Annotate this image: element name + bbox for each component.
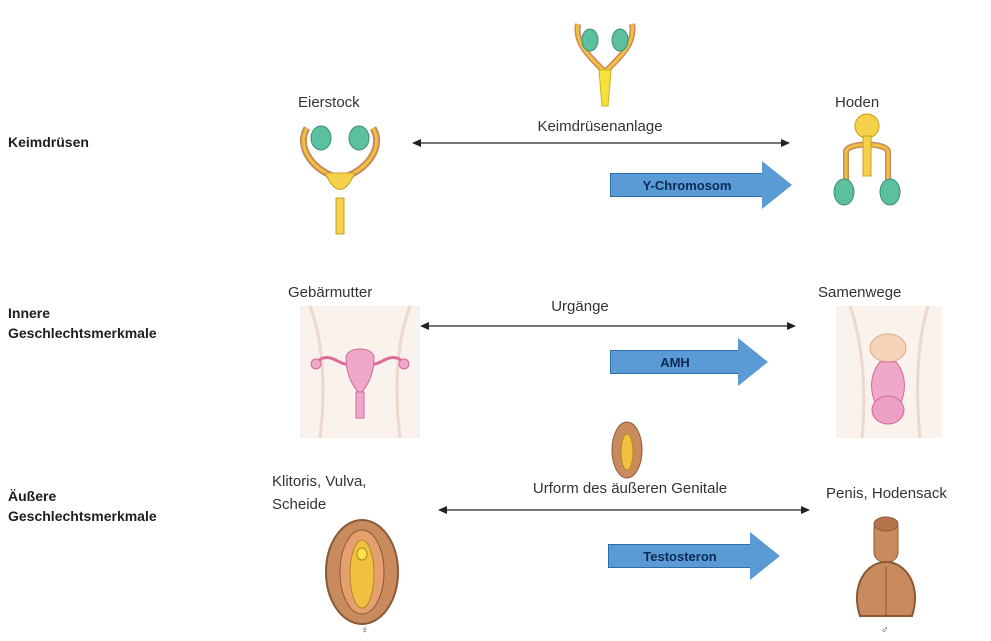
y-chromosome-arrow: Y-Chromosom — [610, 161, 792, 209]
y-chromosome-arrowhead — [762, 161, 792, 209]
testosterone-label: Testosteron — [608, 544, 752, 568]
primordial-genital-caption: Urform des äußeren Genitale — [480, 480, 780, 497]
seminal-ducts-caption: Samenwege — [818, 284, 901, 301]
uterus-caption: Gebärmutter — [288, 284, 372, 301]
uterus-illustration — [300, 306, 420, 438]
penis-caption: Penis, Hodensack — [826, 485, 947, 502]
genital-double-arrow — [438, 504, 810, 516]
y-chromosome-label: Y-Chromosom — [610, 173, 764, 197]
amh-arrow: AMH — [610, 338, 768, 386]
row-label-external: Äußere Geschlechtsmerkmale — [8, 486, 157, 526]
testis-caption: Hoden — [835, 94, 879, 111]
amh-arrowhead — [738, 338, 768, 386]
indifferent-gonad-illustration — [570, 14, 640, 110]
indifferent-genital-illustration — [610, 420, 644, 480]
amh-label: AMH — [610, 350, 740, 374]
testis-illustration — [832, 112, 902, 212]
vulva-illustration — [322, 518, 402, 626]
gonad-double-arrow — [412, 137, 790, 149]
ducts-double-arrow — [420, 320, 796, 332]
vulva-caption: Klitoris, Vulva, Scheide — [272, 470, 366, 516]
row-label-gonads: Keimdrüsen — [8, 132, 89, 152]
male-symbol: ♂ — [881, 625, 889, 637]
testosterone-arrow: Testosteron — [608, 532, 780, 580]
ovary-illustration — [295, 118, 385, 238]
gonad-anlage-caption: Keimdrüsenanlage — [480, 118, 720, 135]
penis-illustration — [852, 516, 920, 622]
ovary-caption: Eierstock — [298, 94, 360, 111]
primordial-ducts-caption: Urgänge — [510, 298, 650, 315]
seminal-ducts-illustration — [836, 306, 942, 438]
testosterone-arrowhead — [750, 532, 780, 580]
female-symbol: ♀ — [361, 625, 369, 637]
row-label-internal: Innere Geschlechtsmerkmale — [8, 303, 157, 343]
